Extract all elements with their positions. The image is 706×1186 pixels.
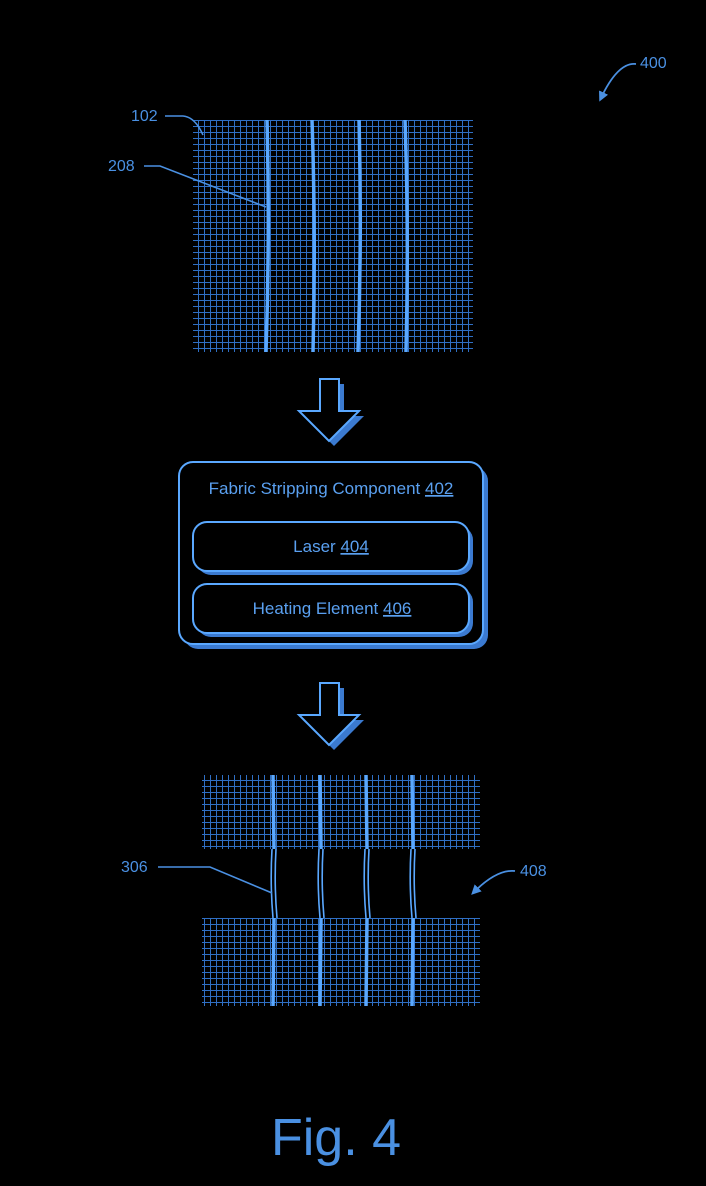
fabric-ref-102: 102: [131, 108, 203, 135]
lower-conductor-1-top: [273, 775, 274, 849]
laser-label: Laser 404: [293, 537, 369, 556]
top-fabric: [193, 120, 473, 352]
stripped-fabric-upper-mesh: [202, 775, 480, 849]
ref-306-label: 306: [121, 859, 148, 876]
ref-102-label: 102: [131, 108, 158, 125]
lower-conductor-3-bottom: [366, 918, 367, 1006]
lower-conductor-1-bottom: [273, 918, 274, 1006]
lower-conductor-4-bottom: [412, 918, 413, 1006]
result-ref-408: 408: [474, 863, 547, 892]
lower-conductor-4-top: [412, 775, 413, 849]
ref-408-arrow: [474, 871, 515, 892]
ref-400-label: 400: [640, 55, 667, 72]
figure-ref-400: 400: [601, 55, 667, 98]
lower-conductor-3-top: [366, 775, 367, 849]
process-arrow-1: [299, 379, 364, 446]
exposed-conductor-2: [318, 849, 324, 918]
process-arrow-2-body: [299, 683, 359, 745]
exposed-conductor-3: [364, 849, 370, 918]
heating-label: Heating Element 406: [253, 599, 412, 618]
top-fabric-mesh: [193, 120, 473, 352]
ref-408-label: 408: [520, 863, 547, 880]
exposed-conductor-1: [271, 849, 277, 918]
ref-400-arrow: [601, 64, 636, 98]
ref-208-label: 208: [108, 158, 135, 175]
process-arrow-1-body: [299, 379, 359, 441]
stripped-fabric: [202, 775, 480, 1006]
lower-conductor-2-bottom: [320, 918, 321, 1006]
lower-conductor-2-top: [320, 775, 321, 849]
figure-label: Fig. 4: [271, 1109, 401, 1167]
ref-306-leader: [158, 867, 272, 893]
stripped-fabric-lower-mesh: [202, 918, 480, 1006]
fabric-stripping-component: Fabric Stripping Component 402 Laser 404…: [179, 462, 488, 649]
component-title: Fabric Stripping Component 402: [209, 479, 454, 498]
exposed-conductor-ref-306: 306: [121, 859, 272, 893]
process-arrow-2: [299, 683, 364, 750]
exposed-conductor-4: [410, 849, 416, 918]
